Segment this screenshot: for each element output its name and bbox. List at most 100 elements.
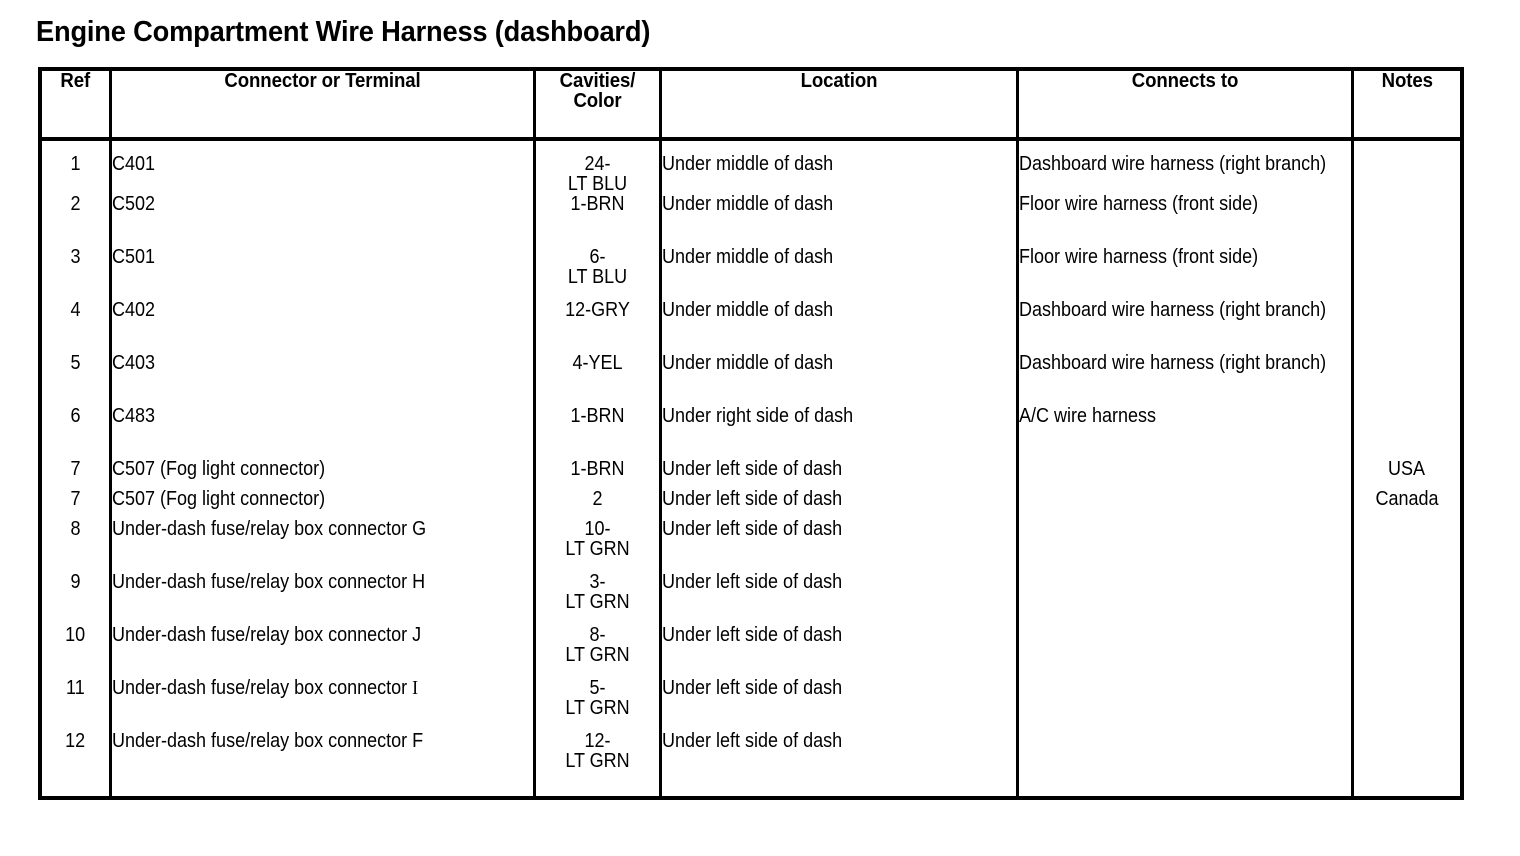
table-header-row: Ref Connector or Terminal Cavities/ Colo… [42,70,1460,141]
location-value: Under left side of dash [661,571,842,593]
table-cell-cavities: 24-LT BLU [536,141,659,194]
connector-value: C501 [111,246,155,268]
notes-value: USA [1388,458,1426,480]
table-cell-connects-to: Floor wire harness (front side) [1019,194,1351,247]
table-cell-notes [1354,406,1461,459]
cavities-line-1: 12- [583,730,611,752]
table-cell-location: Under middle of dash [662,300,1016,353]
table-cell-ref: 4 [42,300,109,353]
table-cell-connects-to: A/C wire harness [1019,406,1351,459]
connector-value: Under-dash fuse/relay box connector H [111,571,425,593]
ref-value: 8 [70,518,81,540]
connector-value: C507 (Fog light connector) [111,458,325,480]
table-cell-ref: 7 [42,489,109,519]
ref-value: 7 [70,458,81,480]
table-cell-location: Under left side of dash [662,489,1016,519]
cavities-line-1: 8- [588,624,606,646]
table-cell-cavities: 8-LT GRN [536,625,659,678]
table-cell-connector: Under-dash fuse/relay box connector I [112,678,533,731]
location-value: Under left side of dash [661,677,842,699]
table-cell-ref: 10 [42,625,109,678]
connector-value: C483 [111,405,155,427]
connector-value: C402 [111,299,155,321]
table-cell-connects-to: Floor wire harness (front side) [1019,247,1351,300]
table-cell-ref: 12 [42,731,109,784]
table-cell-ref: 6 [42,406,109,459]
table-cell-notes [1354,572,1461,625]
table-cell-location: Under right side of dash [662,406,1016,459]
notes-value: Canada [1375,488,1439,510]
table-cell-location: Under left side of dash [662,731,1016,784]
table-cell-location: Under left side of dash [662,519,1016,572]
table-cell-cavities: 12-GRY [536,300,659,353]
table-cell-notes [1354,519,1461,572]
cavities-line-1: 12-GRY [564,299,630,321]
ref-value: 6 [70,405,81,427]
ref-value: 7 [70,488,81,510]
ref-value: 4 [70,299,81,321]
cavities-line-1: 6- [588,246,606,268]
table-cell-cavities: 1-BRN [536,459,659,489]
table-cell-cavities: 1-BRN [536,194,659,247]
column-cell-connects: Dashboard wire harness (right branch) Flo… [1015,139,1354,796]
table-cell-ref: 5 [42,353,109,406]
table-cell-connector: C502 [112,194,533,247]
connector-value: Under-dash fuse/relay box connector G [111,518,426,540]
table-cell-notes [1354,731,1461,784]
connects-to-value: A/C wire harness [1018,405,1156,427]
connector-value: C502 [111,193,155,215]
cavities-line-1: 1-BRN [569,405,624,427]
cavities-line-1: 2 [591,488,603,510]
table-cell-ref: 9 [42,572,109,625]
cavities-line-2: LT GRN [564,538,630,560]
table-cell-ref: 1 [42,141,109,194]
column-header-cavities-color: Cavities/ Color [532,70,662,141]
cavities-line-2: LT BLU [567,266,627,288]
table-cell-connector: Under-dash fuse/relay box connector F [112,731,533,784]
column-header-connects-to: Connects to [1015,70,1354,141]
column-header-cavities-line1: Cavities/ [559,70,635,92]
table-cell-connector: Under-dash fuse/relay box connector J [112,625,533,678]
connects-to-value: Dashboard wire harness (right branch) [1018,299,1326,321]
connector-value: Under-dash fuse/relay box connector J [111,624,421,646]
cavities-line-1: 1-BRN [569,458,624,480]
cavities-line-1: 3- [588,571,606,593]
table-cell-location: Under left side of dash [662,459,1016,489]
column-header-connects-to-label: Connects to [1131,70,1238,92]
cavities-line-1: 5- [588,677,606,699]
connector-value: Under-dash fuse/relay box connector I [111,677,418,699]
connects-to-value: Floor wire harness (front side) [1018,246,1258,268]
table-cell-ref: 11 [42,678,109,731]
column-header-notes: Notes [1350,71,1460,141]
cavities-line-1: 10- [583,518,611,540]
table-cell-connects-to [1019,678,1351,731]
table-cell-notes [1354,247,1461,300]
column-header-connector-label: Connector or Terminal [223,70,421,92]
location-value: Under middle of dash [661,352,833,374]
table-cell-connector: C401 [112,141,533,194]
ref-value: 9 [70,571,81,593]
ref-value: 10 [65,624,86,646]
table-cell-notes [1354,353,1461,406]
connector-letter: I [411,677,418,699]
table-cell-location: Under middle of dash [662,247,1016,300]
table-cell-connects-to: Dashboard wire harness (right branch) [1019,300,1351,353]
table-cell-ref: 7 [42,459,109,489]
table-cell-connects-to: Dashboard wire harness (right branch) [1019,353,1351,406]
table-cell-connects-to [1019,731,1351,784]
column-header-ref: Ref [42,71,112,141]
cavities-line-1: 4-YEL [571,352,623,374]
cavities-line-2: LT GRN [564,591,630,613]
table-cell-location: Under left side of dash [662,625,1016,678]
connector-value: Under-dash fuse/relay box connector F [111,730,423,752]
location-value: Under middle of dash [661,246,833,268]
cavities-line-2: LT GRN [564,644,630,666]
table-cell-connects-to [1019,459,1351,489]
table-cell-connector: C507 (Fog light connector) [112,489,533,519]
table-cell-cavities: 1-BRN [536,406,659,459]
